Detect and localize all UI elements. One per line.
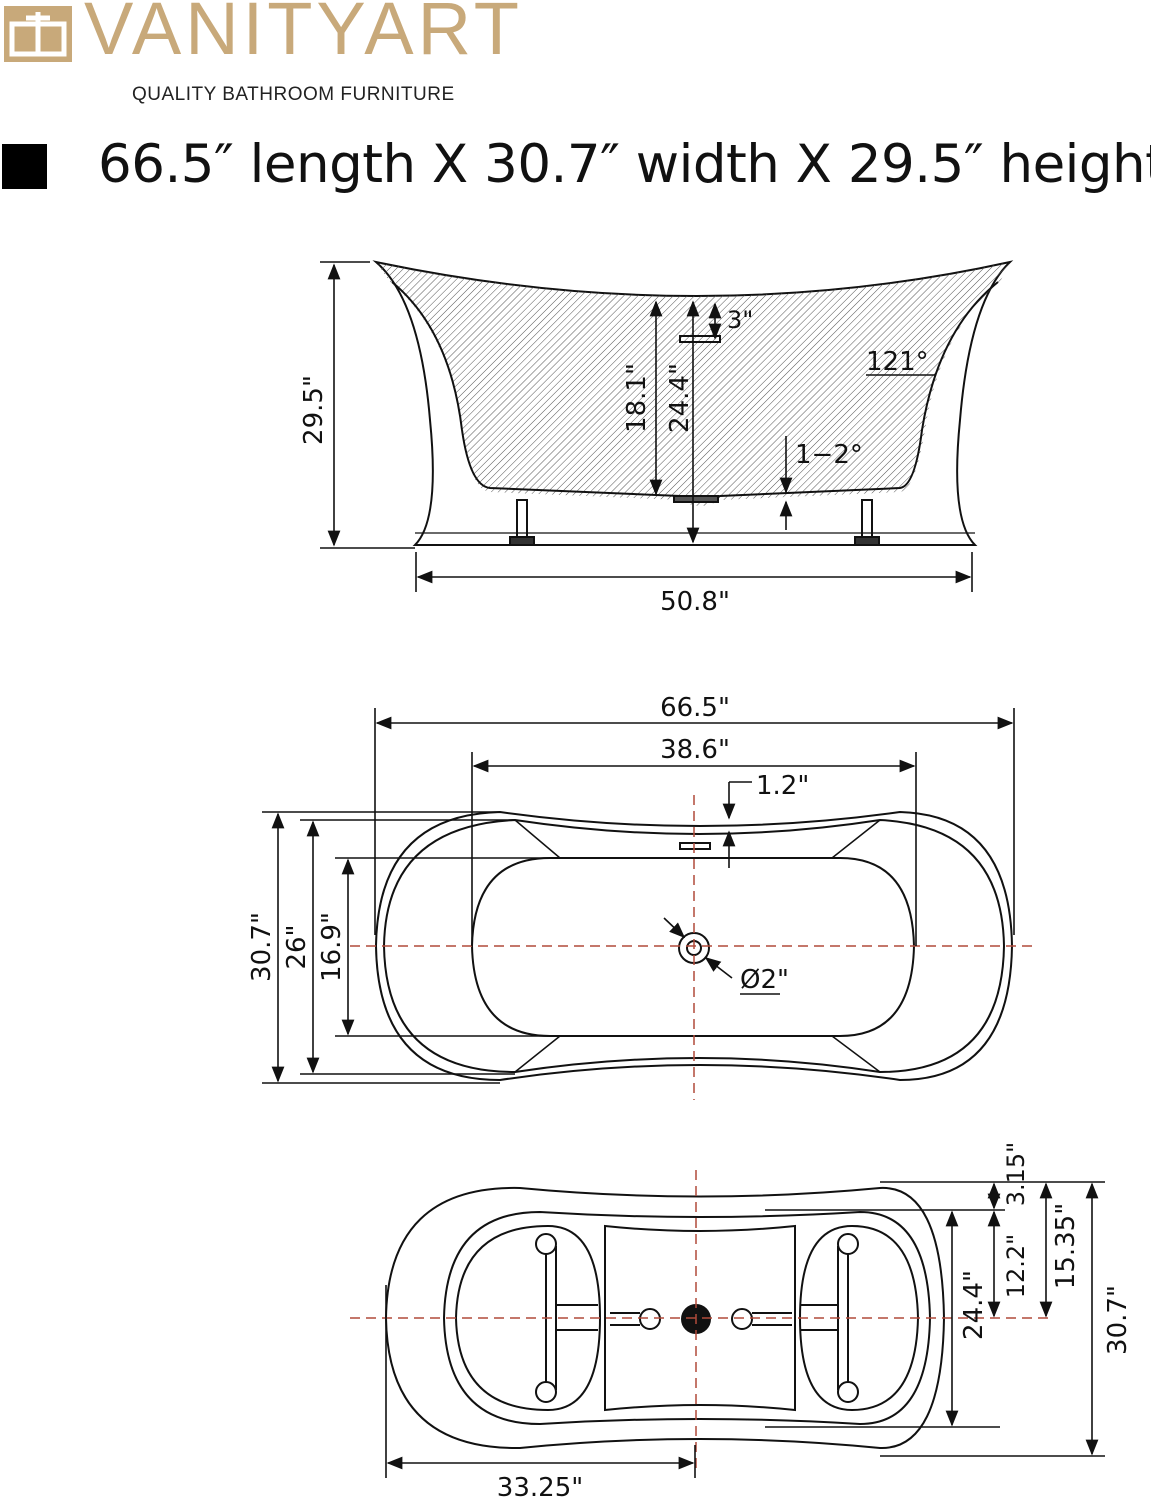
- brand-name: VANITYART: [84, 0, 523, 70]
- brand-tagline: QUALITY BATHROOM FURNITURE: [132, 84, 455, 105]
- bottom-half-width-label: 15.35": [1051, 1203, 1081, 1289]
- side-angle-label: 121°: [866, 347, 929, 377]
- bottom-offset-label: 3.15": [1002, 1142, 1030, 1206]
- bullet-square-icon: [2, 144, 47, 189]
- side-bottom-label: 50.8": [660, 587, 730, 617]
- bottom-foot-left-top: [535, 1233, 557, 1255]
- vanity-logo-icon: [4, 6, 72, 62]
- top-drain-label: Ø2": [740, 965, 789, 995]
- side-dimensions: [320, 261, 973, 592]
- top-inner-length-label: 38.6": [660, 735, 730, 765]
- bottom-foot-center-right: [731, 1308, 753, 1330]
- top-width-label: 30.7": [247, 912, 277, 982]
- top-inner-width-label: 26": [282, 924, 312, 969]
- top-dimensions: [262, 708, 1015, 1084]
- bottom-half-length-label: 33.25": [497, 1473, 583, 1500]
- side-inner-depth-label: 18.1": [622, 363, 652, 433]
- dimension-summary: 66.5″ length X 30.7″ width X 29.5″ heigh…: [98, 134, 1151, 195]
- side-slope-label: 1−2°: [795, 440, 863, 470]
- bottom-foot-span-label: 24.4": [959, 1270, 989, 1340]
- top-length-label: 66.5": [660, 693, 730, 723]
- bottom-foot-right-bottom: [837, 1381, 859, 1403]
- side-overflow-label: 3": [727, 306, 753, 334]
- bottom-foot-center-left: [639, 1308, 661, 1330]
- top-centerlines: [350, 795, 1035, 1100]
- bottom-foot-left-bottom: [535, 1381, 557, 1403]
- top-overflow: [679, 842, 711, 850]
- bottom-foot-right-top: [837, 1233, 859, 1255]
- side-outer-depth-label: 24.4": [665, 363, 695, 433]
- side-height-label: 29.5": [299, 375, 329, 445]
- bottom-dimensions: [385, 1181, 1105, 1478]
- bottom-width-label: 30.7": [1103, 1285, 1133, 1355]
- header: VANITYART QUALITY BATHROOM FURNITURE: [0, 0, 1151, 120]
- top-basin: [470, 857, 916, 1037]
- bottom-foot-half-label: 12.2": [1002, 1234, 1030, 1298]
- top-rim-label: 1.2": [756, 771, 809, 801]
- bottom-center-panel: [604, 1224, 796, 1412]
- spec-line: 66.5″ length X 30.7″ width X 29.5″ heigh…: [0, 134, 1151, 206]
- bottom-centerlines: [350, 1170, 1050, 1470]
- bottom-plinth: [442, 1210, 932, 1426]
- top-basin-width-label: 16.9": [317, 912, 347, 982]
